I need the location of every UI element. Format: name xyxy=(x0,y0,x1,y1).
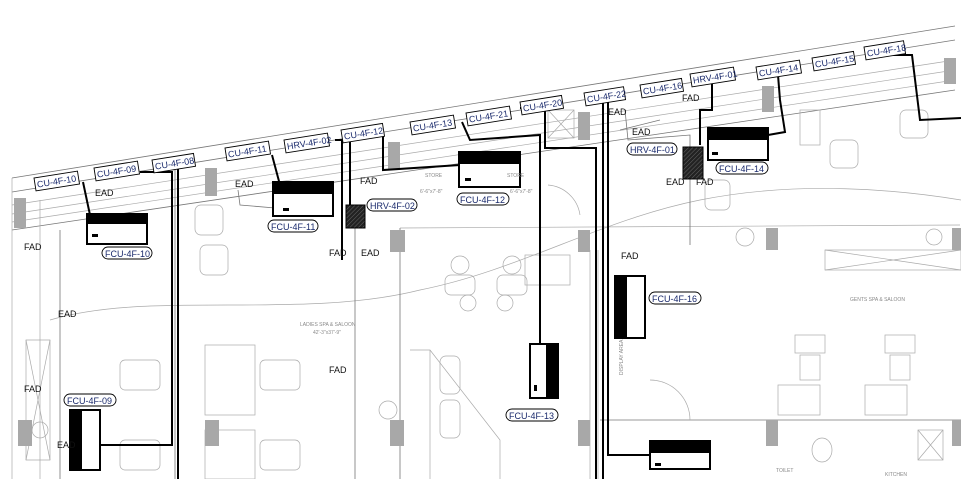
hrv-4f-02-unit xyxy=(345,204,366,229)
duct-label: EAD xyxy=(235,179,254,189)
duct-label: FAD xyxy=(621,251,639,261)
duct-label: FAD xyxy=(329,365,347,375)
room-kitchen: KITCHEN xyxy=(885,472,907,478)
furniture xyxy=(31,109,961,479)
unit-tag: FCU-4F-14 xyxy=(719,164,764,174)
room-store-1: STORE xyxy=(425,173,443,179)
duct-label: EAD xyxy=(632,127,651,137)
duct-label: FAD xyxy=(24,242,42,252)
duct-label: FAD xyxy=(696,177,714,187)
duct-label: EAD xyxy=(666,177,685,187)
unit-tag: FCU-4F-11 xyxy=(271,222,315,232)
duct-label: EAD xyxy=(95,188,114,198)
unit-tag: FCU-4F-13 xyxy=(509,411,554,421)
condensing-units: CU-4F-10 CU-4F-09 CU-4F-08 CU-4F-11 HRV-… xyxy=(33,40,907,192)
room-gents-spa: GENTS SPA & SALOON xyxy=(850,297,905,303)
fcu-4f-13-unit xyxy=(529,343,559,399)
fcu-4f-16-unit xyxy=(614,275,646,339)
room-toilet: TOILET xyxy=(776,468,793,474)
room-display-area: DISPLAY AREA xyxy=(619,339,625,375)
duct-label: FAD xyxy=(24,384,42,394)
unit-tag: HRV-4F-02 xyxy=(370,201,415,211)
unit-tag: FCU-4F-16 xyxy=(652,294,697,304)
room-labels: LADIES SPA & SALOON 42'-3"x37'-9" STORE … xyxy=(300,173,907,478)
unit-tag: FCU-4F-09 xyxy=(67,396,112,406)
duct-label: FAD xyxy=(682,93,700,103)
unit-tag: FCU-4F-12 xyxy=(460,195,505,205)
fcu-4f-12-unit xyxy=(458,151,521,188)
room-store-2: STORE xyxy=(507,173,525,179)
facade-lines xyxy=(11,25,961,479)
room-ladies-size: 42'-3"x37'-9" xyxy=(313,330,341,336)
fcu-4f-14-unit xyxy=(707,127,769,161)
room-store-1-size: 6'-6"x7'-8" xyxy=(420,189,443,195)
unit-tag: FCU-4F-10 xyxy=(105,249,150,259)
fcu-4f-11-unit xyxy=(272,181,334,217)
fcu-units xyxy=(69,127,769,471)
duct-label: FAD xyxy=(360,176,378,186)
duct-label: EAD xyxy=(361,248,380,258)
room-store-2-size: 6'-6"x7'-8" xyxy=(510,189,533,195)
fcu-4f-09-unit xyxy=(69,409,101,471)
fcu-4f-10-unit xyxy=(86,213,148,245)
duct-label: EAD xyxy=(608,107,627,117)
duct-label: EAD xyxy=(58,309,77,319)
duct-label: EAD xyxy=(57,440,76,450)
unit-tag: HRV-4F-01 xyxy=(630,145,675,155)
hrv-4f-01-unit xyxy=(682,146,704,180)
fcu-bottom-unit xyxy=(649,440,711,470)
unit-tags: FCU-4F-10 FCU-4F-11 HRV-4F-02 FCU-4F-12 … xyxy=(63,142,769,422)
duct-label: FAD xyxy=(329,248,347,258)
duct-labels: FAD EAD FAD EAD EAD EAD FAD FAD EAD FAD … xyxy=(24,93,714,450)
room-ladies-spa: LADIES SPA & SALOON xyxy=(300,322,356,328)
columns xyxy=(14,58,961,446)
